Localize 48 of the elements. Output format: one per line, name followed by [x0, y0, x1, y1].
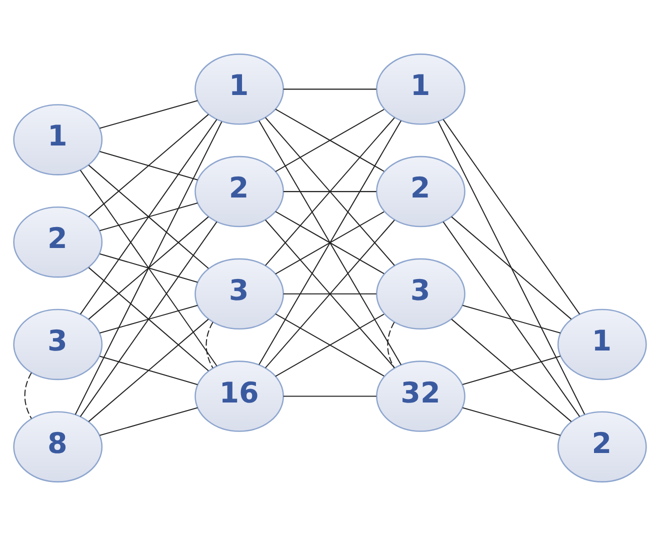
node-ellipse: 16 — [194, 360, 284, 432]
node-ellipse: 1 — [194, 54, 284, 125]
connector — [462, 407, 561, 436]
connector — [283, 191, 376, 192]
connector — [206, 322, 214, 368]
node-ellipse: 1 — [13, 104, 103, 176]
connector — [88, 216, 209, 320]
node-ellipse: 2 — [557, 411, 647, 482]
connector — [100, 100, 198, 129]
connector — [80, 119, 218, 314]
connector — [265, 117, 395, 266]
connector — [100, 202, 198, 232]
node-ellipse: 3 — [376, 258, 466, 330]
connector — [88, 318, 209, 422]
connector — [451, 216, 572, 320]
node-ellipse: 2 — [13, 206, 103, 278]
node-ellipse: 3 — [194, 258, 284, 330]
node-ellipse: 32 — [376, 360, 466, 432]
connector — [462, 304, 561, 334]
connector — [283, 396, 376, 397]
connector — [100, 150, 198, 180]
node-ellipse: 8 — [13, 411, 103, 482]
connector — [275, 211, 384, 274]
node-ellipse: 2 — [376, 156, 466, 228]
connector — [100, 253, 198, 283]
node-ellipse: 1 — [376, 54, 466, 125]
connector — [442, 222, 580, 417]
connector — [88, 114, 209, 218]
connector — [100, 356, 198, 386]
connector — [451, 318, 572, 422]
connector — [80, 222, 218, 417]
node-ellipse: 2 — [194, 156, 284, 228]
connector — [88, 267, 209, 372]
connector — [283, 88, 376, 90]
connector — [387, 322, 395, 368]
connector — [80, 170, 218, 366]
node-ellipse: 1 — [557, 308, 647, 380]
connector — [442, 119, 580, 314]
connector — [88, 164, 209, 269]
connector — [462, 356, 561, 386]
connector — [24, 372, 32, 419]
connector — [438, 121, 586, 414]
connector — [265, 220, 395, 368]
connector — [100, 407, 198, 436]
connector — [283, 293, 376, 294]
node-ellipse: 3 — [13, 308, 103, 380]
connector — [100, 304, 198, 334]
connector — [74, 122, 222, 415]
